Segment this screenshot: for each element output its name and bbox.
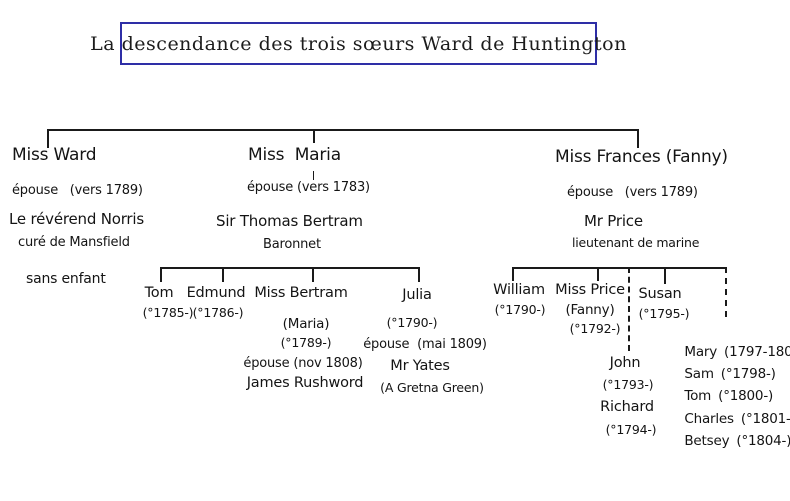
top-bracket-tick-maria — [313, 129, 315, 143]
list-item-mary: Mary (1797-1807) — [668, 330, 790, 375]
list-item-betsey: Betsey (°1804-) — [668, 419, 790, 464]
sister-marriage-maria: épouse (vers 1783) — [247, 180, 370, 195]
child-name-richard: Richard — [600, 399, 654, 415]
top-bracket-tick-ward — [47, 129, 49, 148]
spouse-name-price: Mr Price — [584, 212, 643, 230]
bertram-bracket-line — [160, 267, 420, 269]
child-name-edmund: Edmund — [186, 285, 246, 301]
child-name-william: William — [493, 282, 545, 298]
list-item-charles: Charles (°1801-) — [668, 397, 790, 442]
sister-name-maria: Miss Maria — [248, 145, 341, 165]
spouse-detail-lieutenant: lieutenant de marine — [572, 235, 700, 250]
bertram-tick-julia — [418, 267, 420, 282]
title-box: La descendance des trois sœurs Ward de H… — [90, 22, 626, 65]
child-birth-tom-bertram: (°1785-) — [142, 305, 194, 320]
child-name-john: John — [609, 355, 641, 371]
note-gretna-green: (A Gretna Green) — [380, 380, 484, 395]
child-birth-charles: (°1801-) — [740, 410, 790, 427]
child-name-miss-price: Miss Price — [555, 282, 625, 298]
child-marriage-julia: épouse (mai 1809) — [363, 337, 487, 352]
child-birth-miss-price: (°1792-) — [569, 321, 621, 336]
child-name-sam: Sam — [684, 365, 714, 382]
child-name-tom-bertram: Tom — [144, 285, 174, 301]
child-birth-edmund: (°1786-) — [192, 305, 244, 320]
list-item-tom-price: Tom (°1800-) — [668, 374, 773, 419]
page-title: La descendance des trois sœurs Ward de H… — [90, 32, 627, 55]
bertram-tick-miss-bertram — [312, 267, 314, 282]
list-item-sam: Sam (°1798-) — [668, 352, 776, 397]
spouse-name-bertram: Sir Thomas Bertram — [216, 212, 363, 230]
child-birth-betsey: (°1804-) — [736, 432, 790, 449]
child-birth-sam: (°1798-) — [720, 365, 776, 382]
spouse-detail-norris: curé de Mansfield — [18, 235, 130, 250]
bertram-tick-edmund — [222, 267, 224, 282]
child-marriage-miss-bertram: épouse (nov 1808) — [243, 356, 363, 371]
child-name-betsey: Betsey — [684, 432, 730, 449]
child-birth-tom-price: (°1800-) — [718, 387, 774, 404]
child-name-mary: Mary — [684, 343, 718, 360]
top-bracket-tick-frances — [637, 129, 639, 148]
child-alias-miss-price: (Fanny) — [565, 302, 615, 318]
child-birth-julia: (°1790-) — [386, 315, 438, 330]
child-birth-richard: (°1794-) — [605, 422, 657, 437]
price-dashed-line-youngest — [725, 267, 727, 317]
price-dashed-line-john — [628, 267, 630, 351]
sister-marriage-ward: épouse (vers 1789) — [12, 183, 143, 198]
child-name-tom-price: Tom — [684, 387, 712, 404]
top-bracket-line — [47, 129, 639, 131]
price-bracket-line — [512, 267, 727, 269]
spouse-detail-baronnet: Baronnet — [263, 237, 321, 252]
child-name-charles: Charles — [684, 410, 734, 427]
sister-marriage-frances: épouse (vers 1789) — [567, 185, 698, 200]
sister-name-frances: Miss Frances (Fanny) — [555, 147, 728, 167]
child-birth-mary: (1797-1807) — [724, 343, 790, 360]
price-tick-william — [512, 267, 514, 281]
child-name-miss-bertram: Miss Bertram — [254, 285, 348, 301]
sister-name-ward: Miss Ward — [12, 145, 97, 165]
spouse-name-yates: Mr Yates — [390, 358, 450, 374]
child-name-susan: Susan — [638, 286, 682, 302]
child-birth-miss-bertram: (°1789-) — [280, 335, 332, 350]
child-birth-william: (°1790-) — [494, 302, 546, 317]
maria-small-tick — [313, 171, 314, 180]
child-birth-susan: (°1795-) — [638, 306, 690, 321]
spouse-name-norris: Le révérend Norris — [9, 210, 144, 228]
spouse-name-rushword: James Rushword — [246, 375, 364, 391]
child-alias-miss-bertram: (Maria) — [282, 316, 330, 332]
note-sans-enfant: sans enfant — [26, 271, 106, 287]
price-tick-miss-price — [597, 267, 599, 281]
price-tick-susan — [664, 267, 666, 284]
bertram-tick-tom — [160, 267, 162, 282]
child-name-julia: Julia — [402, 287, 432, 303]
child-birth-john: (°1793-) — [602, 377, 654, 392]
